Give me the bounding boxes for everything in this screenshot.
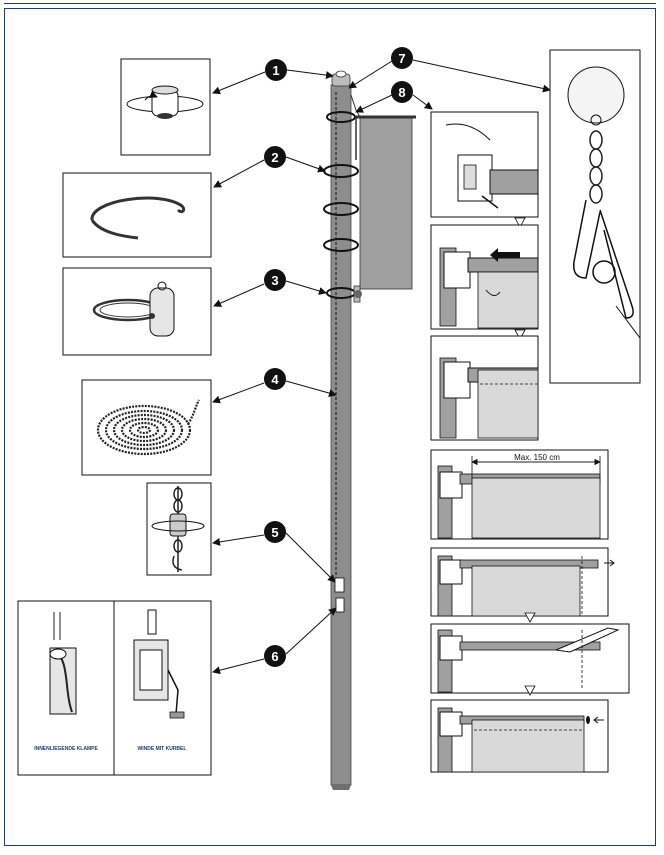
svg-text:4: 4 bbox=[271, 372, 279, 387]
detail-box-cap bbox=[120, 58, 211, 156]
pole-banner bbox=[350, 94, 416, 303]
max-width-label: Max. 150 cm bbox=[514, 453, 560, 462]
step-arrow-down-4 bbox=[524, 685, 536, 696]
step-arrow-down-3 bbox=[524, 612, 536, 623]
step-panel-rod-out bbox=[430, 547, 615, 617]
detail-box-swivel bbox=[146, 482, 212, 576]
step-panel-cap-in bbox=[430, 699, 609, 773]
callout-7: 7 bbox=[391, 47, 413, 69]
detail-box-ring bbox=[62, 172, 212, 258]
svg-text:5: 5 bbox=[271, 525, 278, 540]
svg-text:8: 8 bbox=[398, 85, 405, 100]
detail-box-ring-clip bbox=[62, 267, 212, 356]
svg-text:1: 1 bbox=[272, 63, 279, 78]
step-arrow-down-2 bbox=[514, 329, 526, 340]
step-panel-a bbox=[430, 111, 539, 218]
svg-text:3: 3 bbox=[271, 273, 278, 288]
detail-box-clamp-winch: INNENLIEGENDE KLAMPE WINDE MIT KURBEL bbox=[17, 600, 212, 776]
step-arrow-down-1 bbox=[514, 217, 526, 228]
step-panel-b bbox=[430, 224, 539, 330]
winch-illustration bbox=[133, 609, 185, 719]
callout-2: 2 bbox=[264, 146, 286, 168]
svg-text:7: 7 bbox=[398, 51, 405, 66]
inner-clamp-illustration bbox=[49, 612, 77, 715]
callout-3: 3 bbox=[264, 269, 286, 291]
clamp-label: INNENLIEGENDE KLAMPE bbox=[34, 746, 98, 752]
svg-text:6: 6 bbox=[271, 649, 278, 664]
callout-8: 8 bbox=[391, 81, 413, 103]
callout-5: 5 bbox=[264, 521, 286, 543]
detail-box-rope bbox=[81, 379, 212, 476]
step-panel-c bbox=[430, 335, 539, 441]
callout-6: 6 bbox=[264, 645, 286, 667]
step-panel-width: Max. 150 cm bbox=[430, 449, 609, 540]
svg-text:2: 2 bbox=[271, 150, 278, 165]
main-pole bbox=[330, 70, 352, 790]
pole-rings bbox=[323, 111, 359, 299]
winch-label: WINDE MIT KURBEL bbox=[138, 746, 187, 752]
callout-1: 1 bbox=[265, 59, 287, 81]
clamp-part bbox=[335, 597, 345, 613]
top-border bbox=[4, 3, 656, 9]
page-frame bbox=[4, 8, 656, 846]
swivel-part bbox=[334, 577, 345, 593]
callout-lines bbox=[212, 59, 551, 675]
detail-box-ball-finial bbox=[549, 49, 641, 384]
callout-4: 4 bbox=[264, 368, 286, 390]
step-panel-cut bbox=[430, 623, 630, 694]
